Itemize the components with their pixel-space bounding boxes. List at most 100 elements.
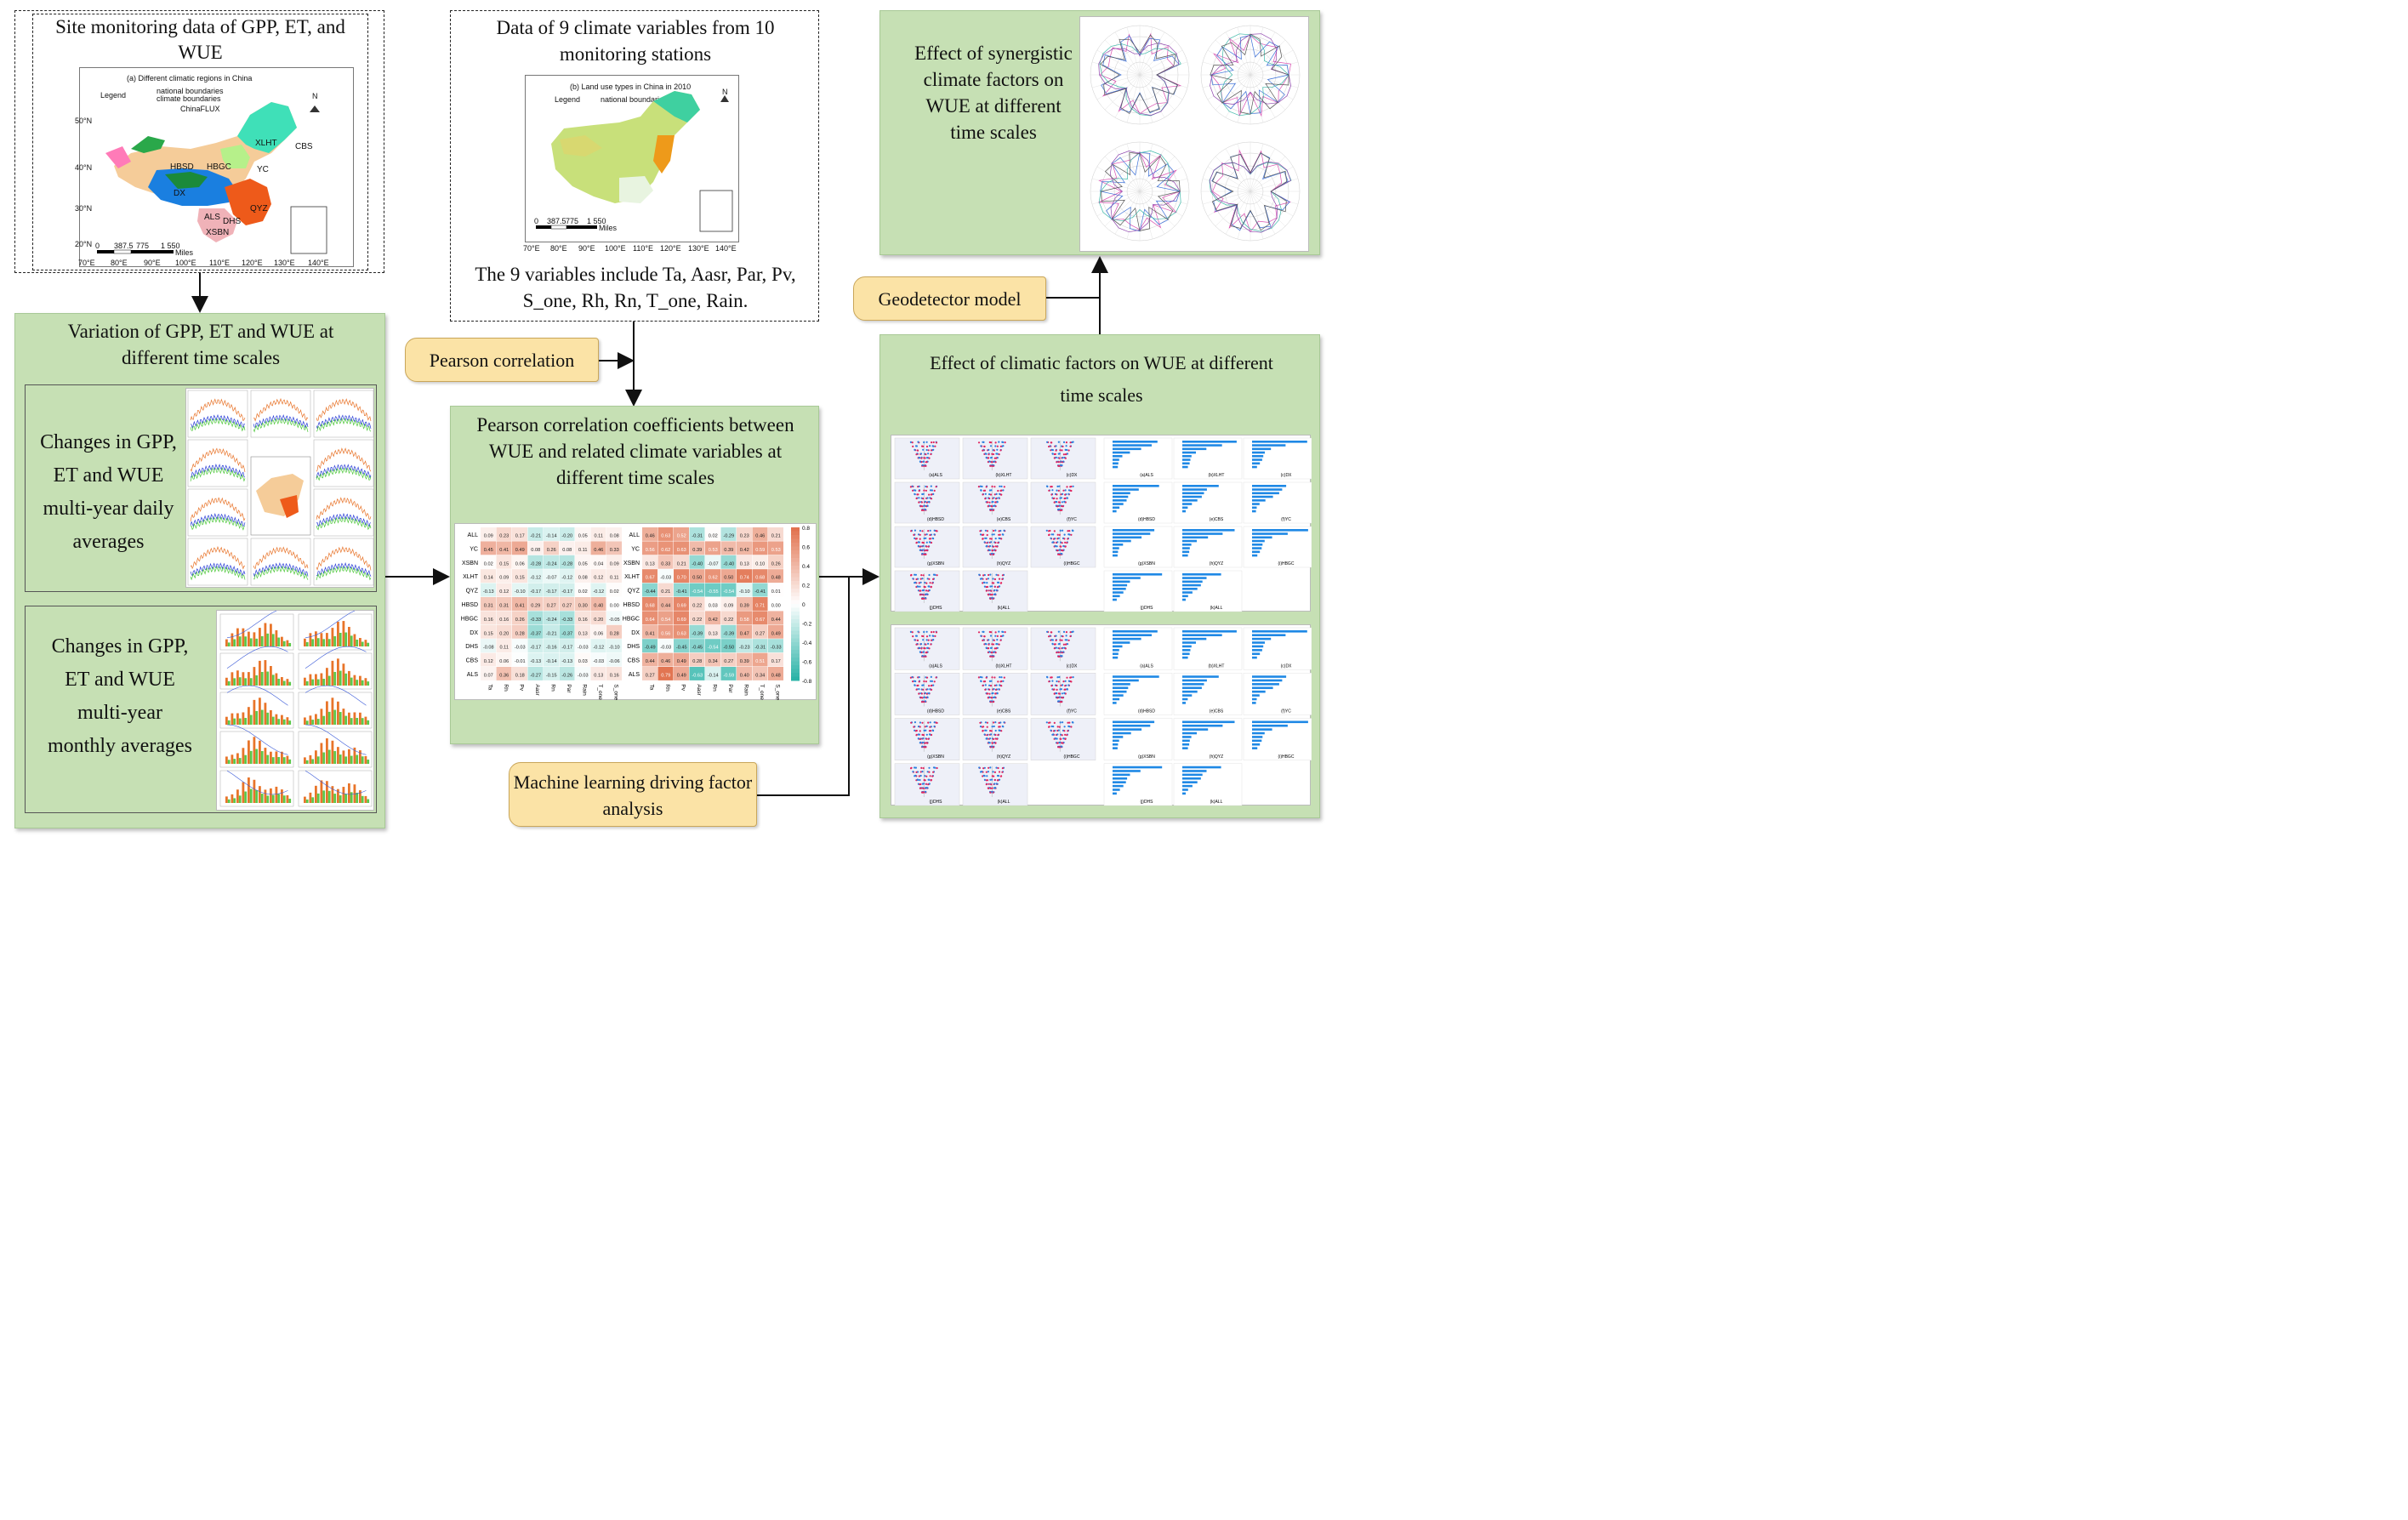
shap-importance-bar xyxy=(1182,495,1202,498)
monthly-bar-et xyxy=(361,680,364,686)
heatmap-column-label: Pv xyxy=(518,684,524,691)
shap-bar-subplot xyxy=(1173,673,1243,715)
shap-dot xyxy=(909,676,912,679)
monthly-bar-et xyxy=(333,751,337,764)
heatmap-cell xyxy=(642,624,658,639)
heatmap-cell-value: -0.12 xyxy=(593,646,604,651)
shap-dot xyxy=(1057,489,1060,492)
shap-dot xyxy=(993,585,996,588)
shap-dot xyxy=(982,774,985,777)
shap-dot xyxy=(1062,549,1064,552)
heatmap-cell-value: 0.68 xyxy=(755,576,765,581)
shap-bar-label: (f)YC xyxy=(1281,709,1291,714)
heatmap-cell-value: 0.44 xyxy=(771,618,781,623)
shap-dot xyxy=(993,589,996,592)
shap-dot xyxy=(1070,489,1073,492)
shap-dot xyxy=(1068,530,1071,532)
shap-dot xyxy=(924,586,926,589)
shap-beeswarm-subplot xyxy=(894,570,960,612)
shap-dot xyxy=(924,775,926,777)
monthly-bar-et xyxy=(260,671,264,686)
heatmap-cell-value: 0.67 xyxy=(646,576,655,581)
heatmap-cell-value: 0.33 xyxy=(661,561,670,566)
shap-dot xyxy=(993,578,996,581)
shap-dot xyxy=(916,449,919,452)
heatmap-cell-value: 0.08 xyxy=(562,548,572,553)
shap-dot xyxy=(1057,508,1060,511)
shap-importance-bar xyxy=(1113,637,1141,640)
shap-dot xyxy=(994,498,998,500)
heatmap-row-label: HBSD xyxy=(462,602,478,608)
radar-series xyxy=(1109,151,1181,233)
colorbar-segment xyxy=(791,581,800,585)
shap-dot xyxy=(921,549,924,551)
shap-dot xyxy=(988,448,990,451)
monthly-bar-gpp xyxy=(236,670,239,686)
shap-dot xyxy=(999,445,1002,447)
shap-importance-bar xyxy=(1182,595,1188,598)
map-a-lat-20: 20°N xyxy=(75,240,93,248)
shap-dot xyxy=(933,721,936,724)
heatmap-column-label: Rain xyxy=(581,684,587,696)
shap-dot xyxy=(985,646,988,649)
shap-dot xyxy=(992,553,994,555)
shap-dot xyxy=(932,639,935,641)
shap-importance-bar xyxy=(1252,495,1273,498)
shap-dot xyxy=(996,737,999,740)
shap-bar-label: (e)CBS xyxy=(1210,517,1224,522)
shap-importance-bar xyxy=(1182,652,1190,656)
shap-dot xyxy=(983,635,986,638)
shap-dot xyxy=(920,692,923,695)
monthly-bar-gpp xyxy=(270,788,272,803)
shap-dot xyxy=(988,787,990,789)
shap-importance-bar xyxy=(1182,694,1193,697)
shap-dot xyxy=(991,549,994,552)
heatmap-cell xyxy=(544,569,559,584)
heatmap-row-label: CBS xyxy=(628,658,640,664)
shap-dot xyxy=(991,787,993,789)
heatmap-cell-value: -0.44 xyxy=(645,589,656,595)
heatmap-row-label: YC xyxy=(470,546,478,552)
radar-spoke xyxy=(1250,191,1264,240)
heatmap-cell xyxy=(559,597,575,611)
shap-dot xyxy=(994,721,997,724)
synergy-title: Effect of synergistic climate factors on… xyxy=(914,43,1073,143)
heatmap-cell xyxy=(720,569,737,584)
heatmap-cell xyxy=(752,597,768,611)
heatmap-cell-value: -0.49 xyxy=(645,646,656,651)
shap-bar-label: (k)ALL xyxy=(1210,800,1223,805)
heatmap-cell-value: 0.23 xyxy=(499,534,509,539)
heatmap-row-label: DHS xyxy=(627,644,640,650)
monthly-bar-et xyxy=(255,638,259,646)
shap-dot xyxy=(1071,529,1073,532)
colorbar-segment xyxy=(791,569,800,574)
shap-dot xyxy=(928,541,931,544)
monthly-bar-et xyxy=(305,680,309,686)
shap-importance-bar xyxy=(1113,766,1163,769)
shap-dot xyxy=(1060,737,1062,740)
heatmap-cell-value: 0.46 xyxy=(646,534,655,539)
colorbar-segment xyxy=(791,546,800,551)
monthly-bar-et xyxy=(260,794,264,803)
shap-dot xyxy=(923,441,925,444)
shap-dot xyxy=(914,573,917,576)
shap-importance-bar xyxy=(1113,634,1152,637)
shap-dot xyxy=(914,635,918,637)
heatmap-cell-value: -0.29 xyxy=(723,534,734,539)
colorbar-segment xyxy=(791,635,800,639)
heatmap-cell-value: 0.69 xyxy=(677,604,686,609)
heatmap-cell-value: 0.17 xyxy=(515,534,525,539)
heatmap-cell xyxy=(737,555,752,569)
shap-dot xyxy=(1000,730,1003,732)
shap-dot xyxy=(978,766,981,769)
radar-series xyxy=(1098,43,1180,116)
shap-dot xyxy=(990,461,993,464)
shap-dot xyxy=(1067,730,1069,732)
shap-dot xyxy=(1056,680,1058,683)
shap-dot xyxy=(925,692,928,695)
monthly-wue-line xyxy=(305,770,367,795)
shap-dot xyxy=(1062,630,1066,633)
colorbar-segment xyxy=(791,615,800,620)
shap-dot xyxy=(983,541,986,544)
heatmap-cell-value: -0.33 xyxy=(561,618,572,623)
